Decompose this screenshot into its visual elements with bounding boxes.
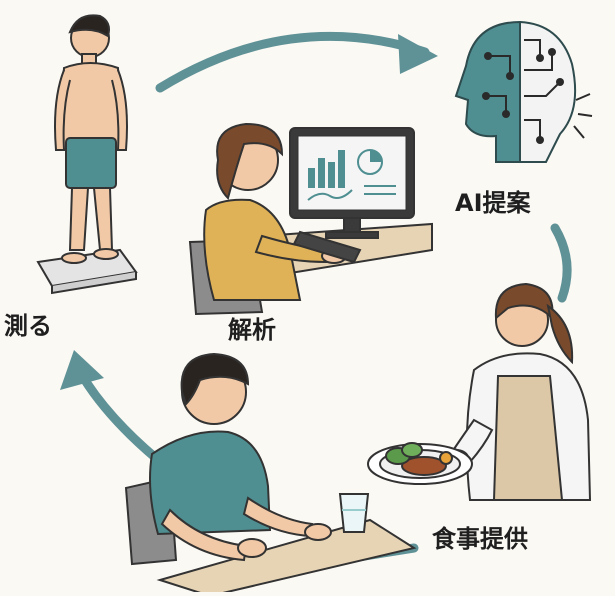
ai-head-circuit-icon [454, 20, 593, 163]
arrow-left-head [60, 350, 104, 390]
step-label-analyze: 解析 [228, 316, 276, 344]
person-on-scale-icon [36, 14, 138, 295]
arrow-right [550, 223, 572, 303]
arrow-top-head [398, 34, 438, 74]
step-label-ai-proposal: AI提案 [455, 189, 531, 217]
step-label-measure: 測る [4, 312, 52, 340]
person-eating-icon [124, 352, 417, 596]
analyst-at-computer-icon [188, 122, 433, 316]
step-label-meal-service: 食事提供 [432, 525, 528, 553]
arrow-top [155, 31, 430, 93]
server-with-meal-icon [367, 282, 592, 501]
